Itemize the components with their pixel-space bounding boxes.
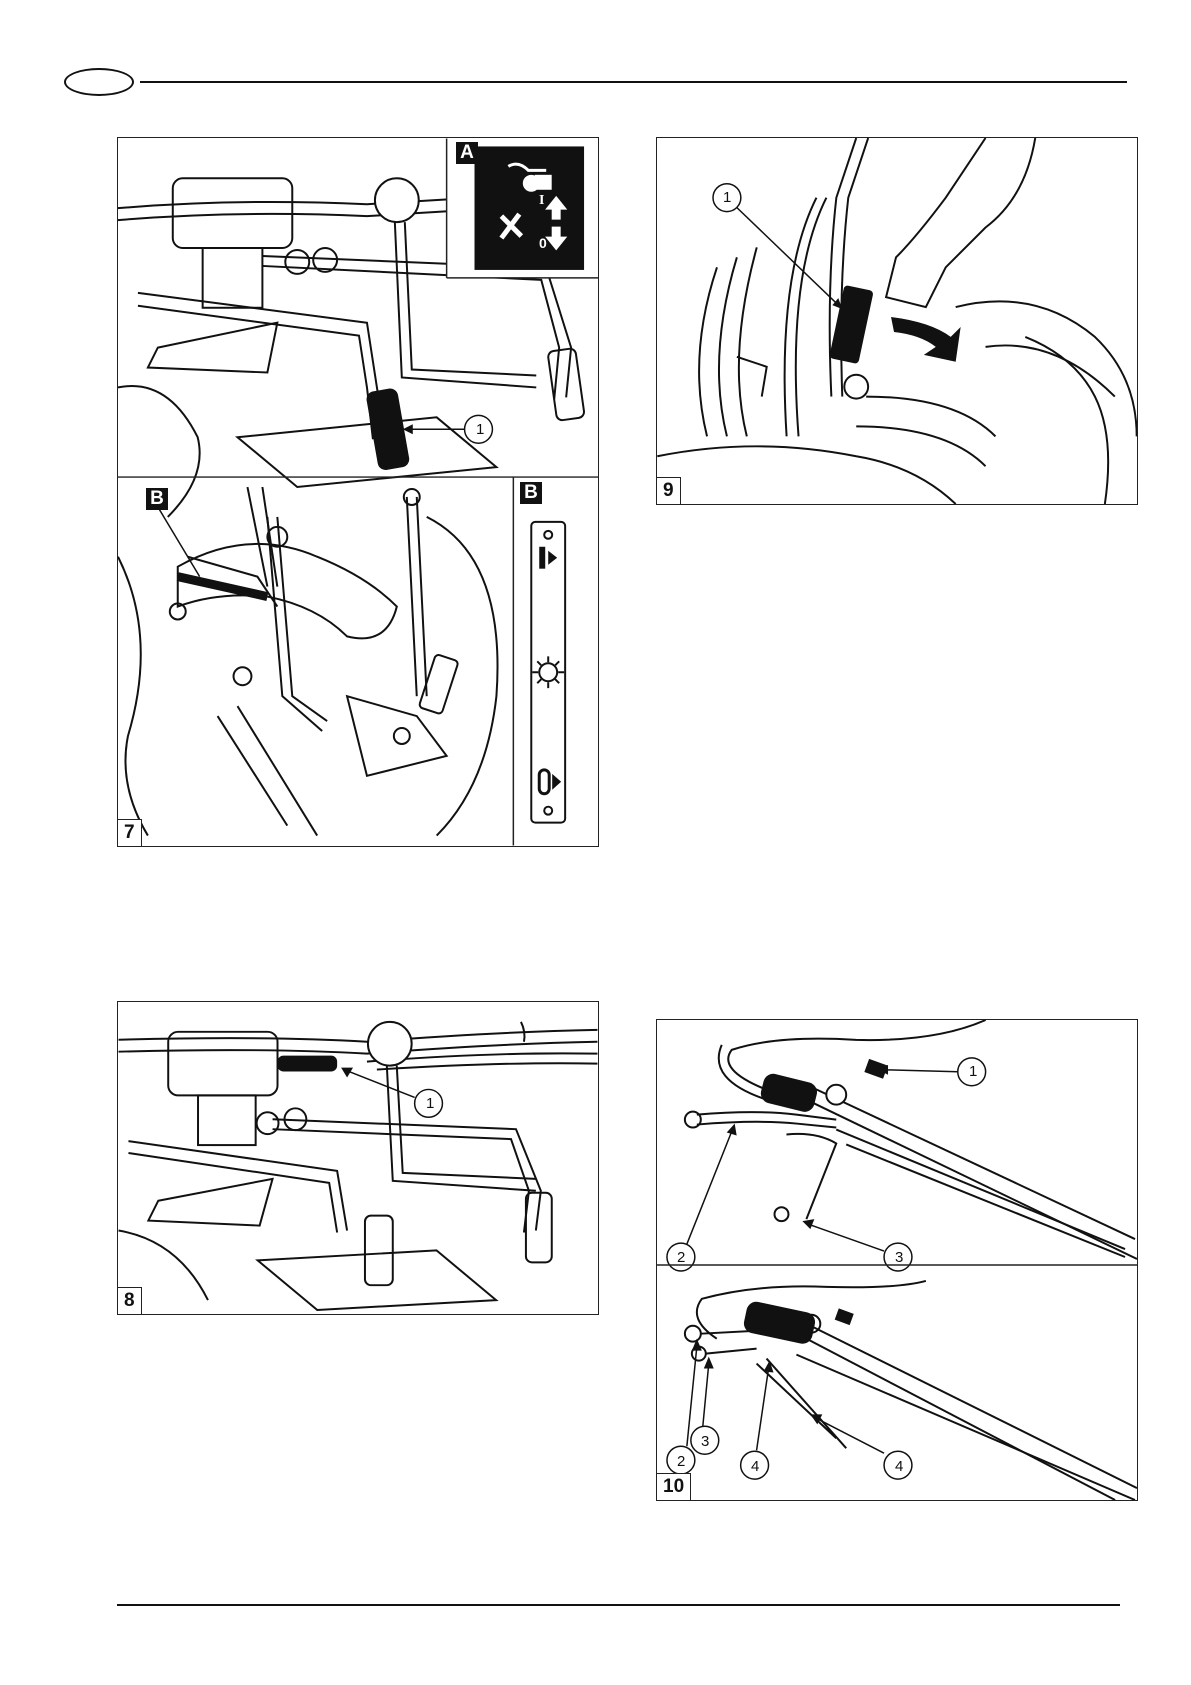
- figure-8-callout-1: 1: [426, 1095, 434, 1112]
- figure-10: 1 2 3 2 3 4 4 10: [656, 1019, 1138, 1501]
- figure-8-drawing: [118, 1002, 598, 1314]
- figure-7-callout-1: 1: [476, 421, 484, 438]
- footer-rule: [117, 1604, 1120, 1606]
- figure-10-callout-4b: 4: [895, 1458, 903, 1475]
- language-badge: [64, 68, 134, 96]
- figure-8-number: 8: [118, 1287, 142, 1314]
- figure-9-callout-1: 1: [723, 189, 731, 206]
- panel-a-label: A: [456, 142, 478, 164]
- figure-8: 1 8: [117, 1001, 599, 1315]
- figure-10-callout-2: 2: [677, 1249, 685, 1266]
- figure-7-number: 7: [118, 819, 142, 846]
- panel-b-label: B: [520, 482, 542, 504]
- inset-b-label: B: [146, 488, 168, 510]
- figure-10-number: 10: [657, 1473, 691, 1500]
- decal-mark-bottom: 0: [539, 235, 547, 251]
- figure-9-number: 9: [657, 477, 681, 504]
- figure-9: 1 9: [656, 137, 1138, 505]
- figure-7: A B B 1 I 0 7: [117, 137, 599, 847]
- figure-10-callout-3: 3: [895, 1249, 903, 1266]
- figure-10-callout-3b: 3: [701, 1433, 709, 1450]
- decal-mark-top: I: [539, 193, 544, 209]
- header-rule: [140, 81, 1127, 83]
- figure-10-callout-4a: 4: [751, 1458, 759, 1475]
- figure-10-callout-2b: 2: [677, 1453, 685, 1470]
- figure-10-callout-1: 1: [969, 1063, 977, 1080]
